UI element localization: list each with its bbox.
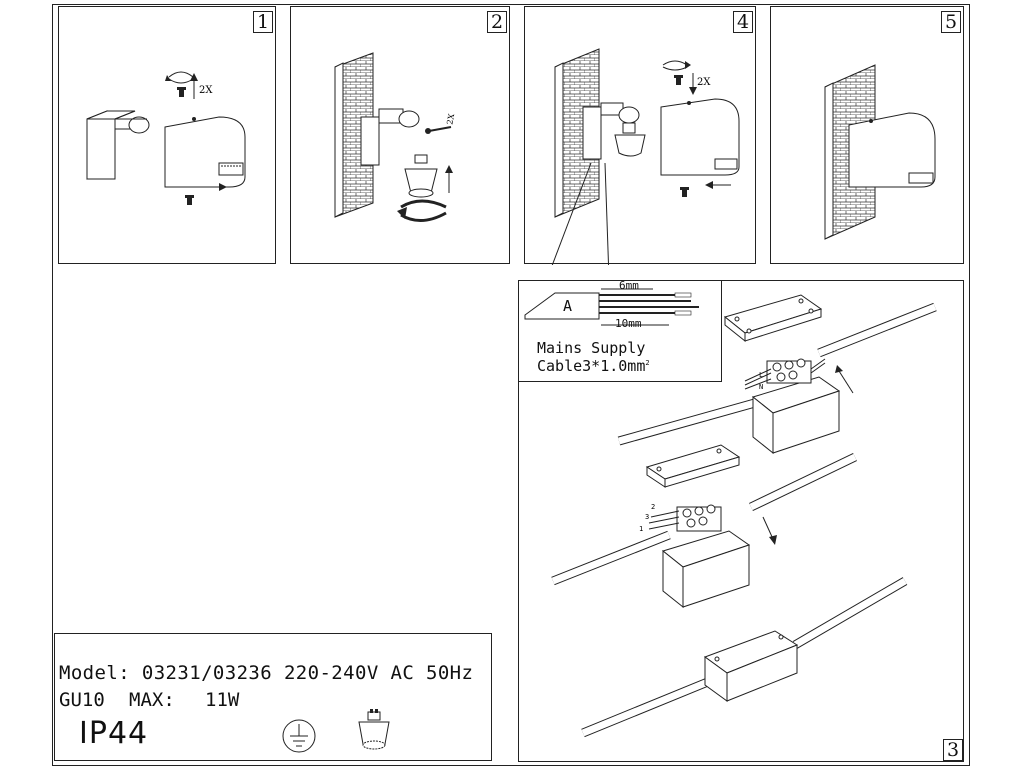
step-5-illustration — [824, 64, 936, 240]
max-wattage: 11W — [205, 689, 240, 711]
ip-rating: IP44 — [79, 716, 149, 751]
terminal-label-3: 3 — [645, 513, 649, 521]
cable-spec-label: Cable3*1.0mm2 — [537, 357, 650, 375]
model-voltage-line: Model: 03231/03236 220-240V AC 50Hz — [59, 662, 474, 684]
rotate-icon — [168, 71, 194, 78]
gu10-bulb-icon — [404, 154, 438, 198]
step-number-3: 3 — [943, 739, 963, 761]
strip-length-10mm: 10mm — [615, 317, 642, 330]
step-5-panel: 5 — [770, 6, 964, 264]
step-2-panel: 2 2X — [290, 6, 510, 264]
step-1-panel: 1 2X — [58, 6, 276, 264]
wiring-illustration: L N 2 3 1 — [551, 294, 937, 738]
terminal-label-1: 1 — [639, 525, 643, 533]
gu10-bulb-icon — [358, 709, 390, 750]
step-number-1: 1 — [253, 11, 273, 33]
step-4-illustration: 2X — [551, 48, 740, 265]
screw-icon — [680, 187, 689, 197]
step-number-4: 4 — [733, 11, 753, 33]
screw-count-label: 2X — [445, 113, 456, 125]
socket-type: GU10 — [59, 689, 105, 711]
page-frame — [52, 4, 970, 766]
wire-label-N: N — [759, 383, 763, 391]
rotate-icon — [662, 60, 688, 66]
screw-count-label: 2X — [697, 77, 711, 88]
specification-box: Model: 03231/03236 220-240V AC 50Hz GU10… — [54, 633, 492, 761]
max-label: MAX: — [129, 689, 175, 711]
screw-icon — [674, 75, 683, 85]
wire-label-L: L — [759, 371, 763, 379]
step-3-panel: 3 A 6mm 10mm Mains Supply Cable3*1.0mm2 — [518, 279, 964, 762]
screw-icon — [185, 195, 194, 205]
rotate-icon — [400, 199, 447, 209]
step-4-panel: 4 2X — [524, 6, 756, 265]
step-1-illustration: 2X — [86, 71, 246, 205]
earth-ground-icon — [282, 719, 316, 753]
step-number-2: 2 — [487, 11, 507, 33]
inset-letter: A — [563, 297, 573, 315]
screw-icon — [177, 87, 186, 97]
cable-strip-inset: A 6mm 10mm Mains Supply Cable3*1.0mm2 — [519, 279, 722, 382]
screw-count-label: 2X — [199, 85, 213, 96]
mains-supply-label: Mains Supply — [537, 339, 646, 357]
step-number-5: 5 — [941, 11, 961, 33]
terminal-label-2: 2 — [651, 503, 655, 511]
strip-length-6mm: 6mm — [619, 279, 639, 292]
step-2-illustration: 2X — [334, 52, 456, 222]
